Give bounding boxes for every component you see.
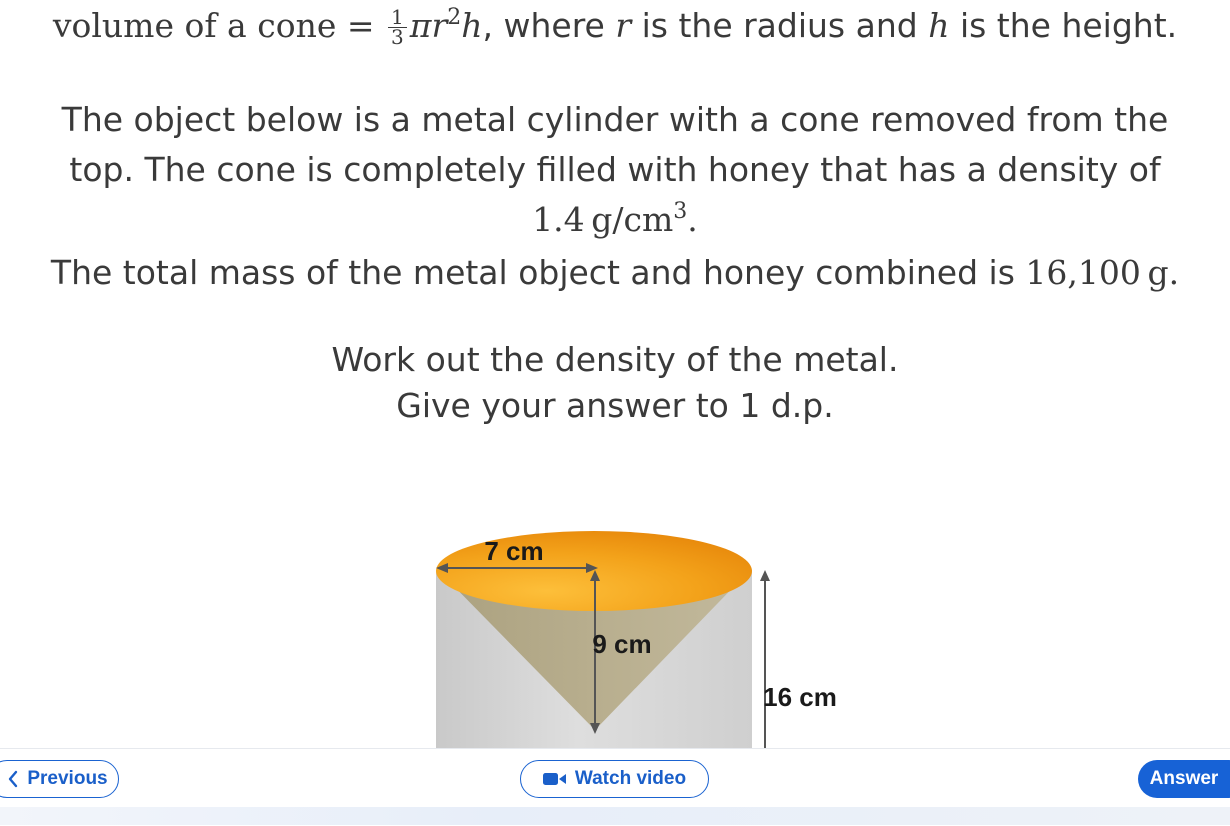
answer-label: Answer [1149,768,1219,789]
formula-h-symbol: h [928,6,950,45]
formula-radius-text: is the radius and [631,6,929,45]
radius-label: 7 cm [484,536,543,566]
formula-r-exponent: 2 [447,5,462,30]
formula-lhs: volume of a cone [52,6,337,45]
fraction-numerator: 1 [391,5,404,29]
previous-label: Previous [27,768,108,789]
mass-unit: g. [1147,253,1180,292]
mass-value: 16,100 [1025,253,1141,292]
previous-button[interactable]: Previous [0,760,119,798]
honey-density: 1.4 g/cm3. [532,200,698,239]
formula-equals: = [346,6,375,45]
cylinder-height-arrowhead-top [760,570,770,581]
description-line-2: top. The cone is completely filled with … [69,150,1161,189]
total-mass-statement: The total mass of the metal object and h… [0,248,1230,298]
density-unit: g/cm [591,200,674,239]
video-camera-icon [542,772,567,786]
problem-description: The object below is a metal cylinder wit… [0,95,1230,245]
formula-h: h [461,6,483,45]
watch-video-label: Watch video [574,768,687,789]
mass-text: The total mass of the metal object and h… [50,253,1026,292]
task-line-1: Work out the density of the metal. [331,340,899,379]
cone-height-label: 9 cm [592,629,651,659]
bottom-strip [0,807,1230,825]
density-end: . [687,200,698,239]
task-line-2: Give your answer to 1 d.p. [396,386,834,425]
radius-arrowhead-left [436,563,448,573]
watch-video-button[interactable]: Watch video [520,760,709,798]
description-line-1: The object below is a metal cylinder wit… [61,100,1169,139]
cone-height-arrowhead-bottom [590,723,600,734]
formula-height-text: is the height. [949,6,1178,45]
density-exponent: 3 [673,199,688,224]
fraction-denominator: 3 [388,27,407,47]
formula-r: r [431,6,448,45]
formula-pi: π [409,6,432,45]
cylinder-cone-diagram: 7 cm 9 cm 16 cm [436,531,837,750]
cone-height-arrowhead-top [590,570,600,581]
formula-r-symbol: r [615,6,632,45]
formula-comma: , [482,6,494,45]
radius-arrowhead-right [586,563,598,573]
honey-surface [436,531,752,611]
chevron-left-icon [7,770,19,788]
answer-button[interactable]: Answer [1138,760,1230,798]
cylinder-height-label: 16 cm [763,682,837,712]
density-value: 1.4 [532,200,585,239]
formula-where-text: where [493,6,616,45]
task-instructions: Work out the density of the metal. Give … [0,337,1230,429]
